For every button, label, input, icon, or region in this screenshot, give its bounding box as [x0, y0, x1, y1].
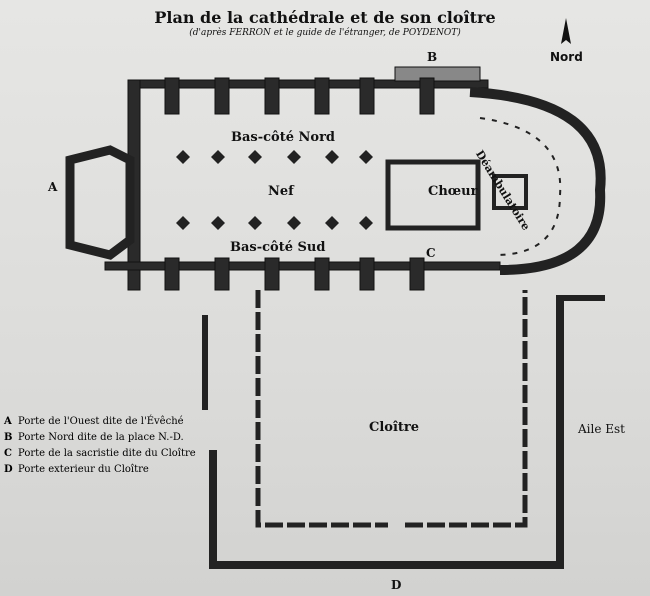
north-arrow-icon	[561, 18, 571, 44]
legend: A Porte de l'Ouest dite de l'Évêché B Port…	[4, 414, 196, 478]
legend-text: Porte de l'Ouest dite de l'Évêché	[18, 416, 184, 427]
label-aile-est: Aile Est	[578, 422, 625, 436]
pillar	[325, 216, 339, 230]
buttress	[264, 77, 280, 115]
pillar	[176, 216, 190, 230]
west-porch	[65, 145, 135, 260]
cloister-inner-wall-west	[255, 290, 388, 528]
apse-wall	[469, 87, 606, 275]
marker-b: B	[427, 50, 438, 64]
north-label: Nord	[550, 50, 583, 64]
label-bas-cote-nord: Bas-côté Nord	[231, 130, 336, 145]
buttress	[214, 257, 230, 291]
south-wall	[104, 261, 501, 271]
cloister-outer-wall	[209, 295, 564, 569]
altar	[492, 174, 528, 210]
buttress	[264, 257, 280, 291]
legend-item: B Porte Nord dite de la place N.-D.	[4, 430, 196, 446]
buttress	[419, 77, 435, 115]
buttress	[359, 257, 375, 291]
marker-a: A	[48, 180, 58, 194]
label-cloitre: Cloître	[369, 420, 420, 435]
pillar	[211, 216, 225, 230]
pillar	[359, 216, 373, 230]
nave-pillars	[176, 150, 373, 230]
cloister-inner-wall-east	[405, 290, 528, 528]
buttress	[214, 77, 230, 115]
buttress	[164, 77, 180, 115]
buttress	[359, 77, 375, 115]
legend-key: B	[4, 432, 13, 443]
buttress	[409, 257, 425, 291]
pillar	[325, 150, 339, 164]
label-bas-cote-sud: Bas-côté Sud	[230, 240, 326, 255]
buttress	[314, 257, 330, 291]
plan-title: Plan de la cathédrale et de son cloître	[154, 8, 496, 27]
cloister	[202, 290, 605, 569]
legend-key: C	[4, 448, 12, 459]
label-choeur: Chœur	[428, 184, 478, 199]
legend-text: Porte Nord dite de la place N.-D.	[18, 432, 184, 443]
pillar	[287, 150, 301, 164]
legend-item: A Porte de l'Ouest dite de l'Évêché	[4, 414, 196, 430]
pillar	[359, 150, 373, 164]
marker-d: D	[391, 578, 402, 592]
legend-key: D	[4, 464, 13, 475]
legend-item: C Porte de la sacristie dite du Cloître	[4, 446, 196, 462]
buttress	[164, 257, 180, 291]
pillar	[248, 150, 262, 164]
legend-text: Porte de la sacristie dite du Cloître	[18, 448, 196, 459]
pillar	[211, 150, 225, 164]
legend-key: A	[4, 416, 12, 427]
legend-item: D Porte exterieur du Cloître	[4, 462, 196, 478]
pillar	[248, 216, 262, 230]
buttress	[314, 77, 330, 115]
ambulatory-line	[479, 117, 562, 256]
pillar	[176, 150, 190, 164]
choir-screen	[385, 159, 481, 231]
legend-text: Porte exterieur du Cloître	[18, 464, 149, 475]
north-porch	[394, 66, 481, 82]
plan-subtitle: (d'après FERRON et le guide de l'étrange…	[189, 28, 461, 38]
pillar	[287, 216, 301, 230]
label-nef: Nef	[268, 184, 294, 199]
marker-c: C	[426, 246, 436, 260]
